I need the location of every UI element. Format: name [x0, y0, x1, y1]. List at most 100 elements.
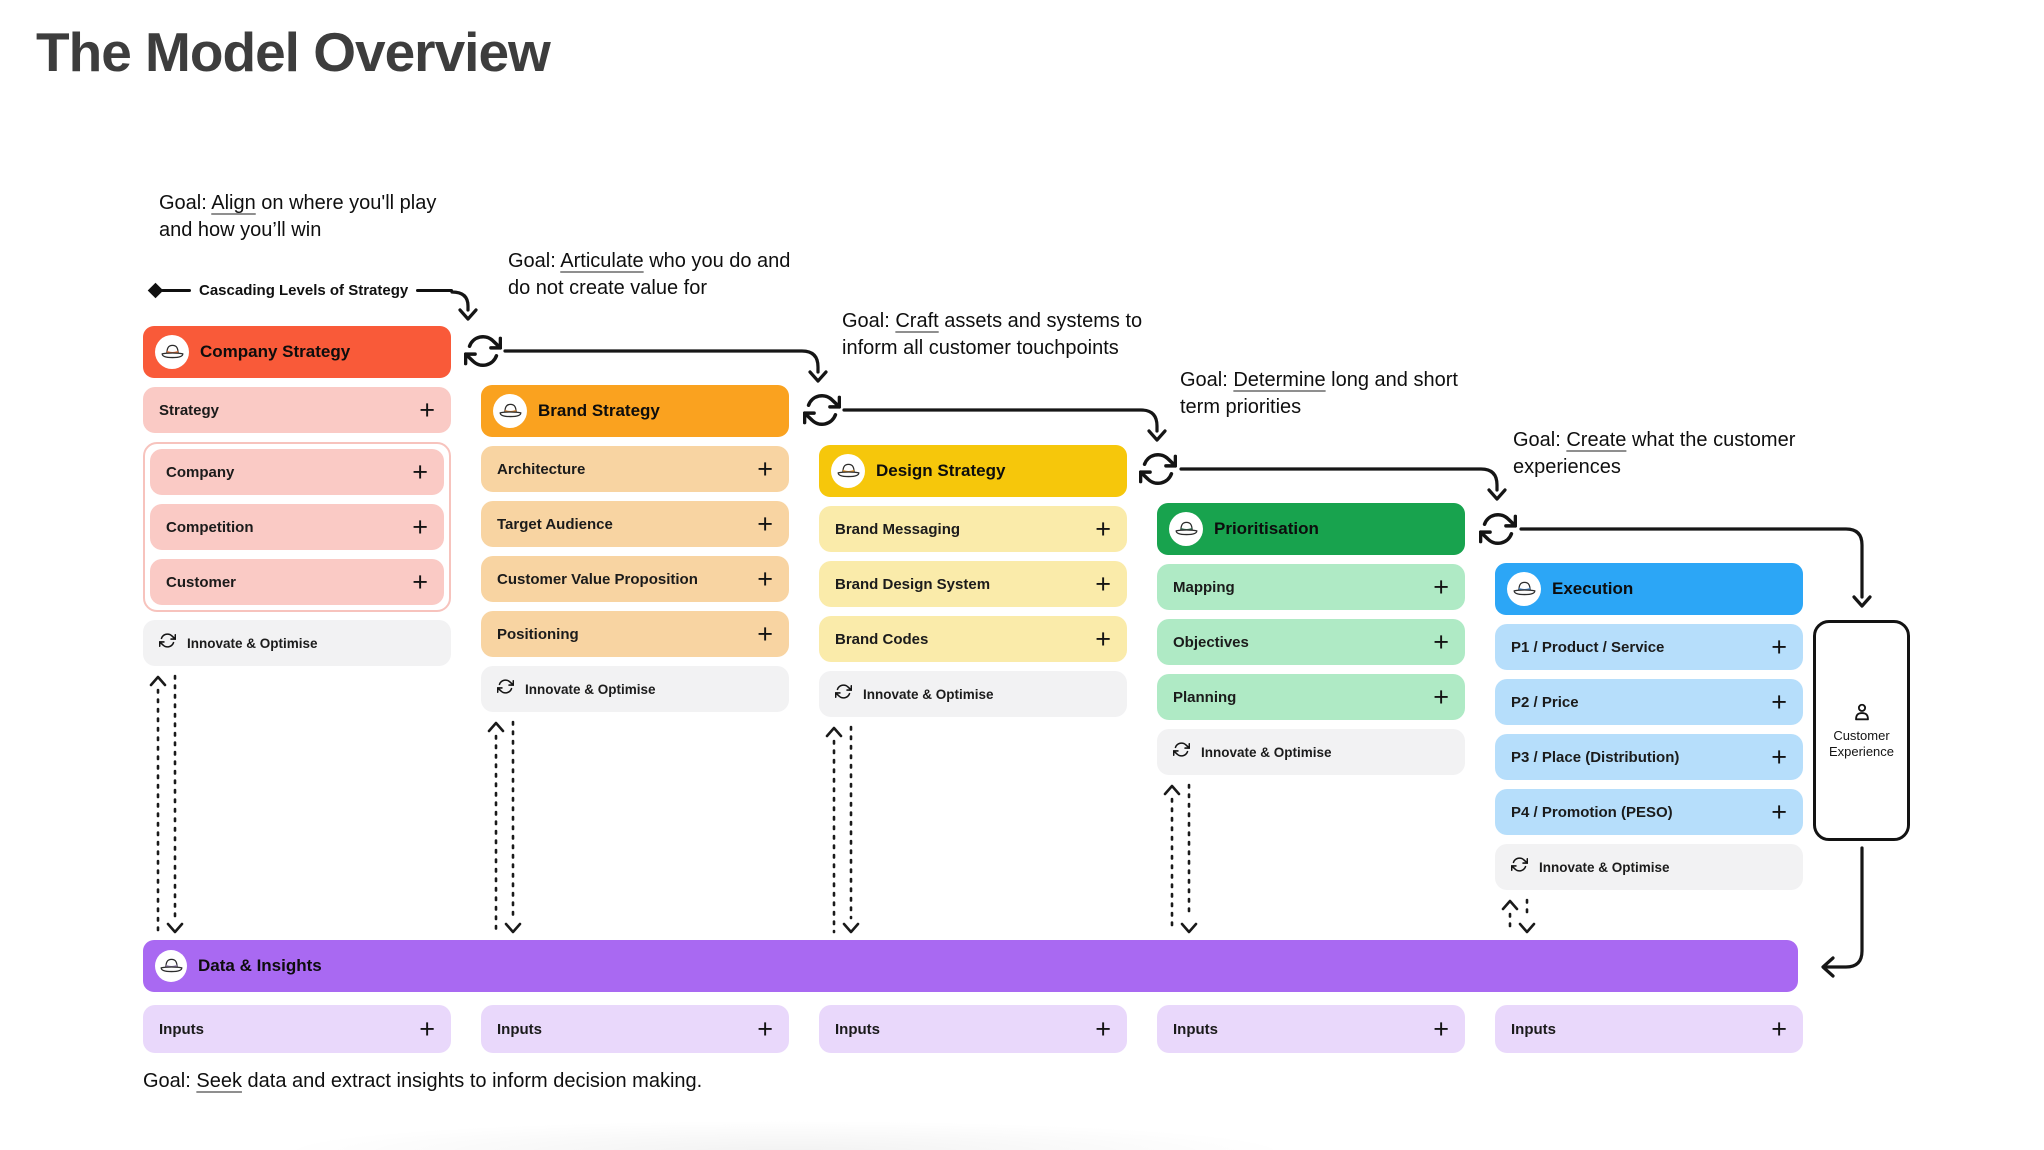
- plus-icon[interactable]: +: [1771, 796, 1787, 827]
- fedora-hat-icon: [831, 454, 865, 488]
- legend-line: [416, 289, 453, 292]
- innovate-optimise-label: Innovate & Optimise: [1539, 859, 1670, 875]
- fedora-hat-icon: [155, 950, 187, 982]
- plus-icon[interactable]: +: [757, 453, 773, 484]
- arrow-company-to-brand: [503, 349, 820, 374]
- goal-prefix: Goal:: [1513, 429, 1567, 451]
- row-p3-place-distribution-label: P3 / Place (Distribution): [1511, 748, 1680, 766]
- arrow-execution-to-customer-experience-head: [1852, 595, 1872, 608]
- refresh-cycle-icon: [834, 683, 853, 705]
- customer-experience-label: Experience: [1828, 744, 1895, 759]
- plus-icon[interactable]: +: [1433, 1013, 1449, 1044]
- innovate-optimise-row: Innovate & Optimise: [481, 666, 789, 712]
- plus-icon[interactable]: +: [1095, 568, 1111, 599]
- dotted-down-arrowhead-4: [1180, 922, 1198, 934]
- innovate-optimise-row: Innovate & Optimise: [819, 671, 1127, 717]
- plus-icon[interactable]: +: [419, 1013, 435, 1044]
- arrow-brand-to-design: [842, 408, 1159, 433]
- section-header-prioritisation: Prioritisation: [1157, 503, 1465, 555]
- goal-line: term priorities: [1180, 396, 1302, 418]
- refresh-cycle-icon: [1510, 856, 1529, 878]
- section-title: Execution: [1552, 579, 1634, 598]
- refresh-cycle-icon: [1172, 741, 1191, 763]
- plus-icon[interactable]: +: [1095, 513, 1111, 544]
- goal-prefix: Goal:: [508, 250, 561, 272]
- goal-line: experiences: [1513, 456, 1621, 478]
- row-inputs-1: Inputs+: [143, 1005, 451, 1053]
- plus-icon[interactable]: +: [757, 563, 773, 594]
- row-p4-promotion-peso-label: P4 / Promotion (PESO): [1511, 803, 1673, 821]
- legend-line: [161, 289, 191, 292]
- customer-experience-box: Customer Experience: [1813, 620, 1910, 841]
- arrow-design-to-prioritisation: [1179, 467, 1499, 492]
- refresh-cycle-icon-1: [463, 332, 503, 370]
- row-brand-messaging-label: Brand Messaging: [835, 520, 961, 538]
- plus-icon[interactable]: +: [412, 511, 428, 542]
- plus-icon[interactable]: +: [412, 456, 428, 487]
- row-inputs-4: Inputs +: [1157, 1005, 1465, 1053]
- row-p2-price-label: P2 / Price: [1511, 693, 1579, 711]
- section-header-design-strategy: Design Strategy: [819, 445, 1127, 497]
- dotted-down-arrowhead-3: [842, 922, 860, 934]
- plus-icon[interactable]: +: [1771, 686, 1787, 717]
- plus-icon[interactable]: +: [1433, 626, 1449, 657]
- row-brand-messaging: Brand Messaging +: [819, 506, 1127, 552]
- plus-icon[interactable]: +: [412, 566, 428, 597]
- dotted-up-arrowhead-1: [149, 675, 167, 687]
- row-customer-value-proposition: Customer Value Proposition+: [481, 556, 789, 602]
- plus-icon[interactable]: +: [757, 618, 773, 649]
- goal-keyword: Determine: [1233, 369, 1326, 391]
- row-objectives-label: Objectives: [1173, 633, 1249, 651]
- refresh-cycle-icon-2: [802, 391, 842, 429]
- goal-line: inform all customer touchpoints: [842, 337, 1119, 359]
- innovate-optimise-label: Innovate & Optimise: [187, 635, 318, 651]
- row-positioning: Positioning+: [481, 611, 789, 657]
- dotted-down-arrowhead-5: [1518, 922, 1536, 934]
- goal-line: Goal: Create what the customer: [1513, 427, 1795, 454]
- row-mapping-label: Mapping: [1173, 578, 1235, 596]
- goal-rest: long and short: [1325, 369, 1458, 391]
- arrow-into-company-refresh: [450, 290, 470, 312]
- arrow-brand-to-design-head: [1147, 429, 1167, 442]
- innovate-optimise-label: Innovate & Optimise: [1201, 744, 1332, 760]
- arrow-into-company-refresh-head: [458, 308, 478, 321]
- row-company: Company+: [150, 449, 444, 495]
- plus-icon[interactable]: +: [1433, 571, 1449, 602]
- goal-rest: assets and systems to: [938, 310, 1143, 332]
- goal-keyword: Create: [1566, 429, 1627, 451]
- plus-icon[interactable]: +: [1433, 681, 1449, 712]
- page-edge-shadow: [270, 1120, 1300, 1150]
- person-icon: [1851, 701, 1873, 723]
- row-inputs-5-label: Inputs: [1511, 1020, 1556, 1038]
- row-inputs-2-label: Inputs: [497, 1020, 542, 1038]
- goal-line: Goal: Articulate who you do and: [508, 248, 790, 275]
- page-title: The Model Overview: [36, 21, 551, 83]
- goal-rest: on where you'll play: [255, 192, 437, 214]
- goal-keyword: Craft: [895, 310, 939, 332]
- plus-icon[interactable]: +: [1771, 1013, 1787, 1044]
- innovate-optimise-label: Innovate & Optimise: [525, 681, 656, 697]
- row-planning-label: Planning: [1173, 688, 1237, 706]
- data-insights-bar: Data & Insights: [143, 940, 1798, 992]
- plus-icon[interactable]: +: [1771, 631, 1787, 662]
- innovate-optimise-row: Innovate & Optimise: [1495, 844, 1803, 890]
- plus-icon[interactable]: +: [757, 508, 773, 539]
- dotted-up-arrowhead-3: [825, 726, 843, 738]
- plus-icon[interactable]: +: [1771, 741, 1787, 772]
- plus-icon[interactable]: +: [1095, 623, 1111, 654]
- plus-icon[interactable]: +: [757, 1013, 773, 1044]
- row-customer-label: Customer: [166, 573, 237, 591]
- row-strategy-label: Strategy: [159, 401, 220, 419]
- goal-keyword: Seek: [196, 1070, 242, 1092]
- plus-icon[interactable]: +: [419, 394, 435, 425]
- dotted-up-arrowhead-5: [1501, 899, 1519, 911]
- plus-icon[interactable]: +: [1095, 1013, 1111, 1044]
- goal-prefix: Goal:: [159, 192, 212, 214]
- goal-line: Goal: Craft assets and systems to: [842, 308, 1142, 335]
- row-inputs-4-label: Inputs: [1173, 1020, 1218, 1038]
